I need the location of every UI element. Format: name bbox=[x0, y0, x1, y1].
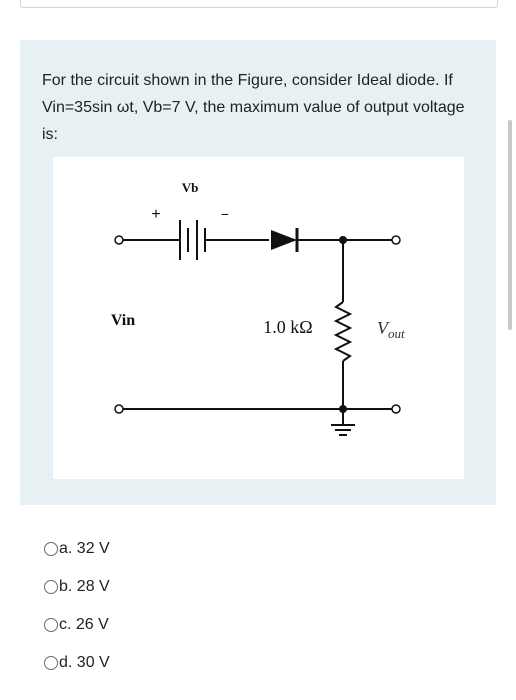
option-b-letter: b. bbox=[59, 578, 73, 595]
scrollbar-thumb[interactable] bbox=[508, 120, 512, 330]
option-a-value: 32 V bbox=[76, 540, 110, 557]
radio-option-d[interactable] bbox=[44, 656, 58, 670]
resistor-label: 1.0 kΩ bbox=[263, 317, 312, 337]
battery-plus-sign: + bbox=[151, 206, 160, 223]
terminal-input-bottom bbox=[114, 404, 124, 414]
input-label: Vin bbox=[111, 312, 135, 329]
battery-minus-sign: − bbox=[221, 206, 229, 222]
option-d[interactable]: d. 30 V bbox=[44, 644, 344, 682]
option-c-letter: c. bbox=[59, 616, 72, 633]
answer-options: a. 32 V b. 28 V c. 26 V d. 30 V bbox=[44, 530, 344, 682]
terminal-input-top bbox=[114, 235, 124, 245]
output-label: Vout bbox=[377, 318, 405, 341]
resistor-zigzag bbox=[333, 301, 353, 362]
option-c[interactable]: c. 26 V bbox=[44, 606, 344, 644]
option-c-value: 26 V bbox=[75, 616, 109, 633]
output-label-main: V bbox=[377, 318, 390, 338]
option-b[interactable]: b. 28 V bbox=[44, 568, 344, 606]
output-label-sub: out bbox=[388, 326, 405, 341]
option-a-letter: a. bbox=[59, 540, 73, 557]
circuit-figure: Vb + − Vin 1.0 kΩ Vout bbox=[53, 157, 464, 479]
junction-dot-bottom bbox=[339, 405, 347, 413]
option-d-value: 30 V bbox=[76, 654, 110, 671]
terminal-output-top bbox=[391, 235, 401, 245]
option-a[interactable]: a. 32 V bbox=[44, 530, 344, 568]
radio-option-b[interactable] bbox=[44, 580, 58, 594]
circuit-diagram: Vb + − Vin 1.0 kΩ Vout bbox=[111, 180, 405, 436]
radio-option-a[interactable] bbox=[44, 542, 58, 556]
option-d-letter: d. bbox=[59, 654, 73, 671]
question-panel: For the circuit shown in the Figure, con… bbox=[20, 40, 496, 505]
question-text: For the circuit shown in the Figure, con… bbox=[42, 72, 465, 143]
terminal-output-bottom bbox=[391, 404, 401, 414]
junction-dot-top bbox=[339, 236, 347, 244]
battery-label: Vb bbox=[182, 180, 199, 195]
diode-triangle bbox=[271, 230, 297, 250]
radio-option-c[interactable] bbox=[44, 618, 58, 632]
previous-question-card bbox=[20, 0, 498, 8]
option-b-value: 28 V bbox=[76, 578, 110, 595]
